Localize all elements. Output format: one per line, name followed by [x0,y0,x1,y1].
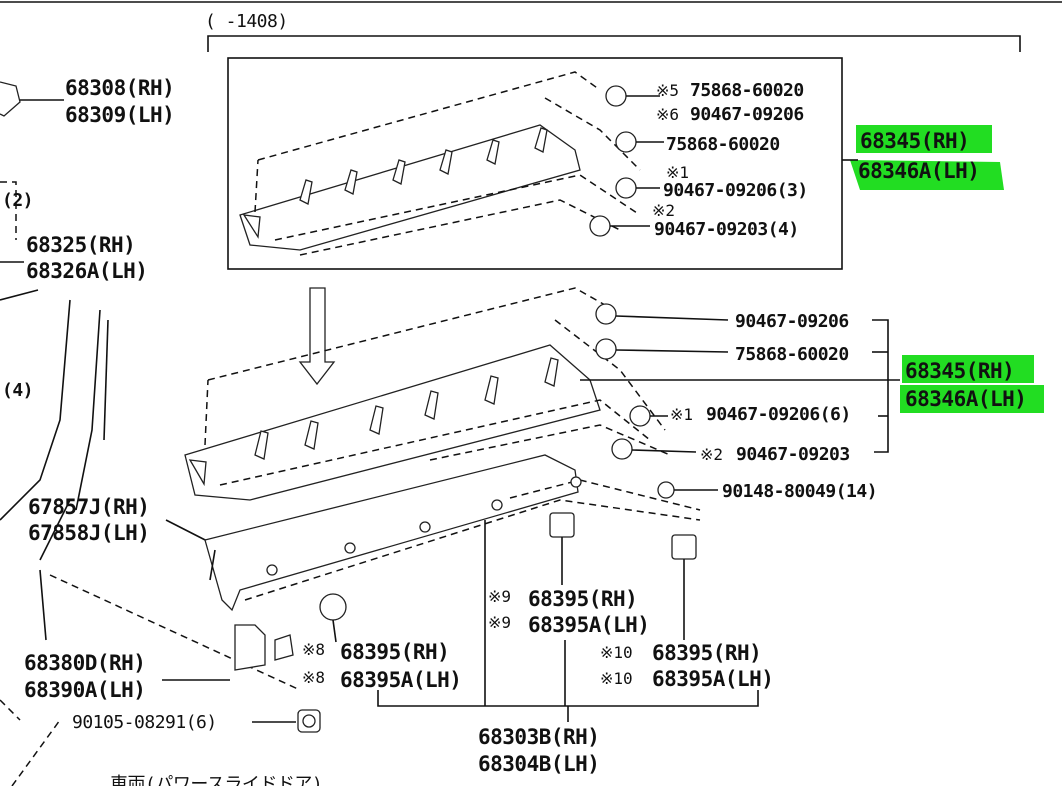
callout-part: 75868-60020 [666,134,780,155]
rail-rh: 68303B(RH) [478,725,599,749]
arrow-down-icon [298,287,336,386]
callout-mark: ※2 [652,201,675,220]
clip-icon [629,405,651,427]
bracket-mark: ※8 [302,640,325,659]
part-label-lh: 68309(LH) [65,103,174,127]
assembly-rh: 68345(RH) [905,359,1014,383]
left-body-drawing [0,81,301,787]
header-bracket [207,35,1021,52]
upper-molding-drawing [239,71,641,256]
part-label-rh: 68325(RH) [26,233,135,257]
part-label-lh: 68390A(LH) [24,678,145,702]
callout-part: 90148-80049(14) [722,481,877,502]
clip-icon [615,177,637,199]
group-bracket [872,319,889,453]
highlight [856,125,992,153]
callout-mark: ※1 [670,405,693,424]
clip-icon [605,85,627,107]
callout-part: 90467-09206(3) [663,180,808,201]
clip-icon [595,338,617,360]
bracket-lh: 68395A(LH) [528,613,649,637]
clip-icon [611,438,633,460]
assembly-rh: 68345(RH) [860,129,969,153]
bracket-lh: 68395A(LH) [652,667,773,691]
lower-molding-drawing [184,287,701,612]
clip-icon [615,131,637,153]
bracket-clips [234,512,697,671]
highlight [850,160,1004,190]
bracket-mark: ※10 [600,669,633,688]
bolt-icon [297,709,321,733]
callout-part: 90467-09206(6) [706,404,851,425]
lower-clip-icons [595,303,729,499]
upper-clip-icons [589,85,664,237]
rail-lh: 68304B(LH) [478,752,599,776]
callout-part: 90467-09206 [690,104,804,125]
bracket-mark: ※9 [488,587,511,606]
bracket-rh: 68395(RH) [528,587,637,611]
bracket-rh: 68395(RH) [340,640,449,664]
quantity-label: (4) [2,380,33,401]
part-label-rh: 68308(RH) [65,76,174,100]
part-label-rh: 68380D(RH) [24,651,145,675]
quantity-label: (2) [2,190,33,211]
callout-mark: ※2 [700,445,723,464]
header-range: ( -1408) [205,11,288,32]
bracket-mark: ※9 [488,613,511,632]
bracket-mark: ※8 [302,668,325,687]
assembly-lh: 68346A(LH) [905,387,1026,411]
callout-part: 75868-60020 [690,80,804,101]
bracket-mark: ※10 [600,643,633,662]
highlight [902,355,1034,383]
callout-part: 90467-09203(4) [654,219,799,240]
rail-bracket [377,690,759,707]
part-label-rh: 67857J(RH) [28,495,149,519]
assembly-lh: 68346A(LH) [858,159,979,183]
highlight [900,385,1044,413]
callout-part: 90467-09206 [735,311,849,332]
clip-icon [595,303,617,325]
screw-icon [657,481,675,499]
part-label-lh: 67858J(LH) [28,521,149,545]
callout-part: 90467-09203 [736,444,850,465]
footer-note: 車両(パワースライドドア) [110,774,322,786]
callout-mark: ※5 [656,81,679,100]
bolt-label: 90105-08291(6) [72,712,217,733]
part-label-lh: 68326A(LH) [26,259,147,283]
callout-mark: ※6 [656,105,679,124]
clip-icon [589,215,611,237]
callout-mark: ※1 [666,163,689,182]
bracket-lh: 68395A(LH) [340,668,461,692]
detail-box [227,57,843,270]
callout-part: 75868-60020 [735,344,849,365]
bracket-rh: 68395(RH) [652,641,761,665]
